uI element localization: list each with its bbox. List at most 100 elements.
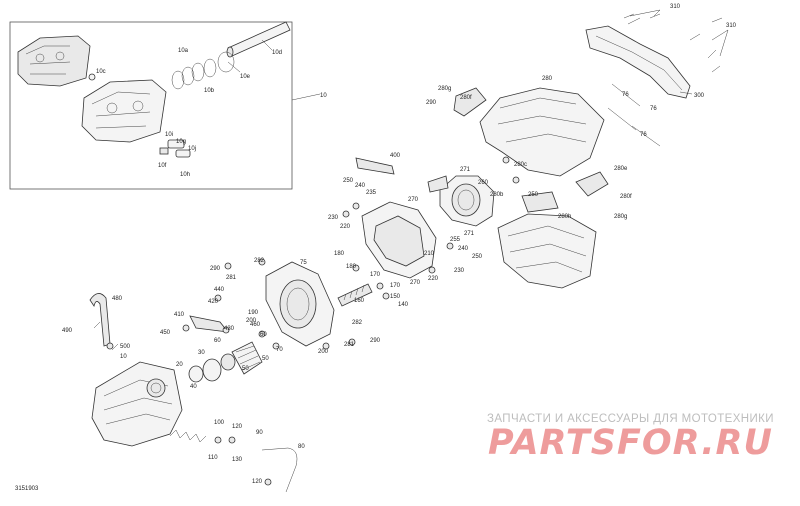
exhaust-elbow-part xyxy=(427,175,495,227)
subassembly-box xyxy=(9,21,321,190)
leader-lines xyxy=(93,9,729,351)
callout-100: 100 xyxy=(214,420,225,426)
callout-10h: 10h xyxy=(180,172,190,178)
callout-70: 70 xyxy=(276,347,283,353)
callout-170-lower: 170 xyxy=(390,283,401,289)
callout-270: 270 xyxy=(408,197,419,203)
callout-170: 170 xyxy=(370,272,381,278)
callout-30: 30 xyxy=(198,350,205,356)
ring-housing-part xyxy=(265,261,335,347)
callout-235: 235 xyxy=(366,190,377,196)
callout-300: 300 xyxy=(694,93,705,99)
callout-140: 140 xyxy=(398,302,409,308)
callout-420: 420 xyxy=(208,299,219,305)
callout-282-lower: 282 xyxy=(352,320,363,326)
callout-50: 50 xyxy=(242,366,249,372)
callout-76-b: 76 xyxy=(650,106,657,112)
o-rings-part xyxy=(171,51,235,90)
bolts-part xyxy=(623,13,723,73)
callout-410: 410 xyxy=(174,312,185,318)
callout-280b: 280b xyxy=(490,192,504,198)
callout-280f: 280f xyxy=(460,95,472,101)
callout-280g: 280g xyxy=(438,86,451,92)
tensioner-spring-part xyxy=(337,283,373,307)
callout-255: 255 xyxy=(450,237,461,243)
callout-75: 75 xyxy=(300,260,307,266)
callout-240-lower: 240 xyxy=(458,246,469,252)
callout-460: 460 xyxy=(250,322,261,328)
callout-20: 20 xyxy=(176,362,183,368)
callout-280c: 280c xyxy=(514,162,527,168)
callout-250-left: 250 xyxy=(343,178,354,184)
callout-290: 290 xyxy=(426,100,437,106)
callout-450: 450 xyxy=(160,330,171,336)
callout-10e: 10e xyxy=(240,74,251,80)
exhaust-manifold-cover-part xyxy=(453,87,609,197)
callout-10d: 10d xyxy=(272,50,282,56)
callout-10i: 10i xyxy=(165,132,173,138)
studs-part xyxy=(607,83,661,147)
callout-10-housing: 10 xyxy=(120,354,127,360)
watermark-tagline: ЗАПЧАСТИ И АКСЕССУАРЫ ДЛЯ МОТОТЕХНИКИ xyxy=(487,413,774,425)
engine-block-front-part xyxy=(81,79,167,143)
callout-280e: 280e xyxy=(614,166,628,172)
callout-220: 220 xyxy=(340,224,351,230)
callout-290-lower: 290 xyxy=(370,338,381,344)
callout-281-lower: 281 xyxy=(344,342,355,348)
callout-230: 230 xyxy=(328,215,339,221)
callout-120: 120 xyxy=(232,424,243,430)
callout-10-box: 10 xyxy=(320,93,327,99)
callout-271: 271 xyxy=(460,167,471,173)
callout-40: 40 xyxy=(190,384,197,390)
callout-150: 150 xyxy=(390,294,401,300)
callout-250-lower: 250 xyxy=(472,254,483,260)
callout-270-lower: 270 xyxy=(410,280,421,286)
callout-500: 500 xyxy=(120,344,131,350)
callout-430: 430 xyxy=(224,326,235,332)
callout-250: 250 xyxy=(528,192,539,198)
hose-part xyxy=(89,293,111,347)
callout-280: 280 xyxy=(542,76,553,82)
callout-110: 110 xyxy=(208,455,218,461)
callout-400: 400 xyxy=(390,153,401,159)
callout-280f-right: 280f xyxy=(620,194,632,200)
callout-280g-right: 280g xyxy=(614,214,627,220)
callout-440: 440 xyxy=(214,287,225,293)
callout-310-right: 310 xyxy=(726,23,737,29)
callout-280h: 280h xyxy=(558,214,571,220)
mount-bracket-part xyxy=(189,315,229,333)
callout-490: 490 xyxy=(62,328,73,334)
callout-210: 210 xyxy=(424,251,435,257)
callout-60: 60 xyxy=(214,338,221,344)
callout-130: 130 xyxy=(232,457,243,463)
callout-76-c: 76 xyxy=(640,132,647,138)
callout-55: 50 xyxy=(262,356,269,362)
main-housing-part xyxy=(91,361,183,447)
coupling-part xyxy=(188,353,236,383)
hardware-part xyxy=(106,156,520,486)
callout-120-lower: 120 xyxy=(252,479,263,485)
bracket-part xyxy=(585,25,691,99)
callout-220-lower: 220 xyxy=(428,276,439,282)
callout-65: 60 xyxy=(260,332,267,338)
support-bracket-part xyxy=(355,157,395,175)
spring-part xyxy=(169,429,207,443)
figure-id: 3151903 xyxy=(15,486,39,492)
callout-260: 260 xyxy=(478,180,489,186)
callout-80: 80 xyxy=(298,444,305,450)
callout-200: 200 xyxy=(246,318,257,324)
engine-block-rear-part xyxy=(17,35,91,87)
lower-manifold-part xyxy=(497,213,597,289)
callout-10g: 10g xyxy=(176,139,186,145)
callout-240: 240 xyxy=(355,183,366,189)
callout-160: 160 xyxy=(354,298,365,304)
callout-labels: 10d 10a 10e 10b 10c 10i 10g 10j 10f 10h … xyxy=(62,4,737,485)
manifold-bracket-part xyxy=(521,191,559,213)
fittings-part xyxy=(88,73,191,158)
callout-76-a: 76 xyxy=(622,92,629,98)
callout-10c: 10c xyxy=(96,69,106,75)
callout-190: 190 xyxy=(248,310,259,316)
callout-282: 282 xyxy=(254,258,265,264)
